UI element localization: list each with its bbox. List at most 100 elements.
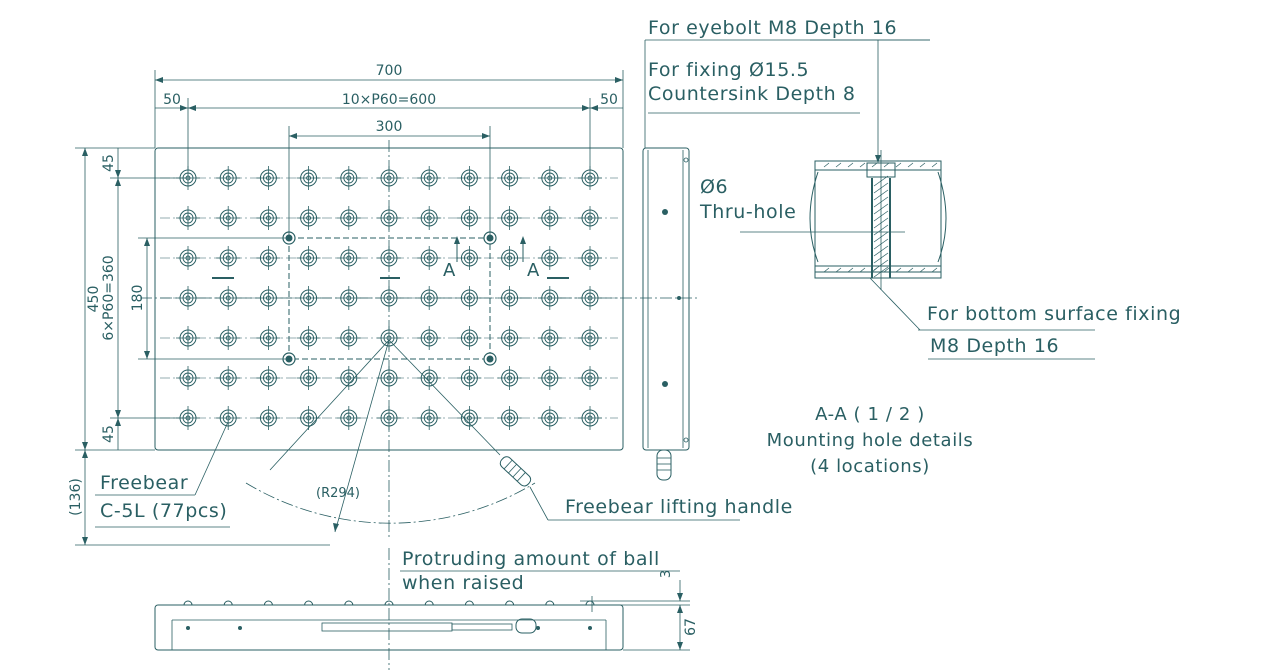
dim-right-margin: 50: [600, 92, 618, 108]
freebear-hole: [176, 286, 200, 310]
freebear-hole: [578, 406, 602, 430]
freebear-hole: [578, 246, 602, 270]
freebear-hole: [457, 246, 482, 270]
freebear-hole: [497, 286, 522, 310]
dim-overall-height: 450: [86, 286, 102, 313]
lifting-handle: [499, 456, 532, 487]
freebear-hole: [176, 366, 200, 390]
freebear-hole-grid: [160, 166, 618, 430]
freebear-hole: [296, 166, 321, 190]
label-bottom-fixing-line2: M8 Depth 16: [930, 335, 1059, 357]
freebear-hole: [336, 366, 361, 390]
freebear-hole: [296, 206, 321, 230]
freebear-hole: [296, 406, 321, 430]
section-hatch: [823, 162, 938, 278]
side-view: [642, 147, 690, 481]
freebear-hole: [296, 246, 321, 270]
freebear-hole: [336, 286, 361, 310]
freebear-hole: [216, 286, 241, 310]
freebear-hole: [497, 326, 522, 350]
plan-view: A A: [140, 140, 700, 540]
freebear-hole: [256, 166, 281, 190]
dim-bottom-margin: 45: [101, 425, 117, 443]
freebear-hole: [336, 166, 361, 190]
label-freebear-line2: C-5L (77pcs): [100, 500, 227, 522]
freebear-hole: [417, 206, 442, 230]
freebear-hole: [176, 206, 200, 230]
freebear-hole: [497, 166, 522, 190]
freebear-hole: [256, 406, 281, 430]
dim-radius: (R294): [316, 486, 360, 501]
freebear-hole: [497, 206, 522, 230]
freebear-hole: [256, 246, 281, 270]
pin-area-outline: [288, 237, 491, 360]
label-bottom-fixing-line1: For bottom surface fixing: [927, 303, 1181, 325]
ball: [585, 600, 595, 606]
freebear-hole: [578, 366, 602, 390]
dim-top-margin: 45: [101, 154, 117, 172]
freebear-hole: [537, 406, 562, 430]
section-label-a-left: A: [443, 260, 456, 281]
freebear-hole: [256, 366, 281, 390]
freebear-hole: [377, 166, 401, 190]
label-fixing-line2: Countersink Depth 8: [648, 83, 856, 105]
ball: [183, 600, 193, 606]
label-protrusion-line2: when raised: [402, 572, 524, 594]
freebear-hole: [417, 286, 442, 310]
freebear-hole: [537, 286, 562, 310]
freebear-hole: [537, 326, 562, 350]
freebear-hole: [537, 206, 562, 230]
ball: [344, 600, 354, 606]
freebear-hole: [377, 326, 401, 350]
freebear-hole: [216, 246, 241, 270]
freebear-hole: [537, 246, 562, 270]
dim-handle-extension: (136): [68, 478, 84, 516]
freebear-hole: [457, 406, 482, 430]
freebear-hole: [336, 406, 361, 430]
freebear-hole: [336, 206, 361, 230]
ball: [384, 600, 394, 606]
freebear-hole: [377, 206, 401, 230]
freebear-hole: [336, 246, 361, 270]
freebear-hole: [417, 406, 442, 430]
label-thru-hole-line2: Thru-hole: [699, 201, 796, 223]
ball: [464, 600, 474, 606]
freebear-hole: [497, 366, 522, 390]
label-protrusion-line1: Protruding amount of ball: [402, 548, 660, 570]
freebear-hole: [578, 326, 602, 350]
section-label-a-right: A: [527, 260, 540, 281]
section-detail: [740, 39, 1095, 360]
section-count: (4 locations): [810, 456, 930, 477]
left-dimensions: 450 6×P60=360 180 45 45 (136): [68, 147, 330, 546]
freebear-hole: [216, 366, 241, 390]
ball-row: [183, 600, 595, 606]
freebear-hole: [537, 166, 562, 190]
freebear-hole: [176, 326, 200, 350]
ball: [223, 600, 233, 606]
front-view: 3 67: [154, 548, 699, 670]
dim-pin-height: 180: [130, 285, 146, 312]
freebear-hole: [457, 326, 482, 350]
freebear-hole: [377, 286, 401, 310]
freebear-hole: [216, 206, 241, 230]
label-eyebolt: For eyebolt M8 Depth 16: [648, 17, 897, 39]
top-dimensions: 700 50 10×P60=600 50 300: [154, 63, 624, 238]
freebear-hole: [216, 326, 241, 350]
freebear-hole: [497, 246, 522, 270]
freebear-hole: [256, 286, 281, 310]
ball: [545, 600, 555, 606]
mounting-hole: [483, 352, 497, 366]
dim-pitch-x: 10×P60=600: [342, 92, 436, 108]
dim-overall-width: 700: [376, 63, 403, 79]
freebear-hole: [256, 326, 281, 350]
freebear-hole: [216, 406, 241, 430]
freebear-hole: [578, 286, 602, 310]
freebear-hole: [578, 206, 602, 230]
label-thru-hole-line1: Ø6: [700, 176, 728, 198]
dim-left-margin: 50: [163, 92, 181, 108]
label-freebear-line1: Freebear: [100, 472, 188, 494]
section-marker-a-left: A: [212, 236, 460, 281]
ball: [424, 600, 434, 606]
freebear-hole: [216, 166, 241, 190]
section-marker-a-right: A: [520, 236, 569, 281]
